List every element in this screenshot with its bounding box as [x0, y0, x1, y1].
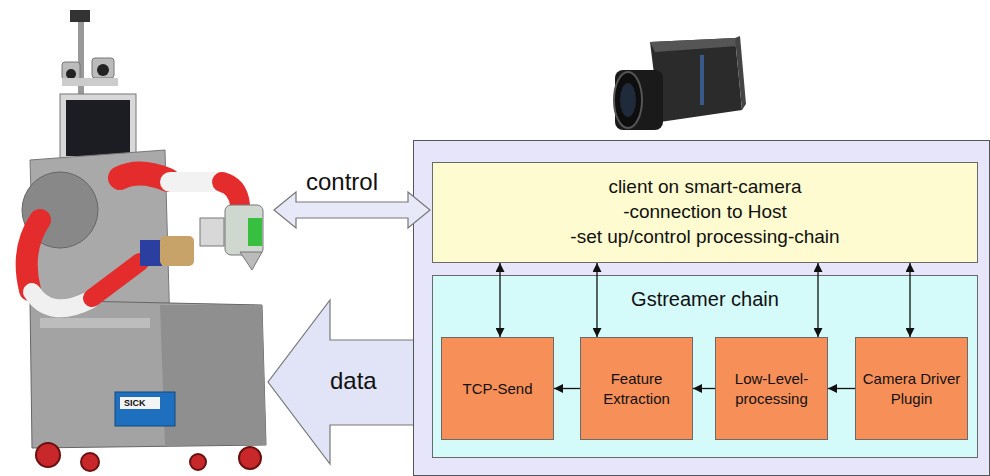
box-text: Camera Driver Plugin — [861, 369, 962, 408]
control-arrow — [274, 192, 430, 228]
pipeline-box: Gstreamer chainTCP-Send Feature Extractio… — [432, 275, 978, 458]
process-box: Camera Driver Plugin — [855, 337, 968, 440]
client-box: client on smart-camera-connection to Hos… — [432, 162, 978, 263]
robot-illustration — [22, 10, 266, 471]
box-text: TCP-Send — [462, 379, 532, 399]
data-label: data — [330, 367, 377, 395]
box-text: Feature Extraction — [586, 369, 687, 408]
smart-camera — [614, 36, 746, 130]
box-text: -set up/control processing-chain — [570, 225, 839, 250]
process-box: TCP-Send — [441, 337, 554, 440]
process-box: Feature Extraction — [580, 337, 693, 440]
sensor-brand: SICK — [124, 398, 146, 408]
data-arrow — [268, 300, 413, 464]
box-text: client on smart-camera — [608, 175, 801, 200]
control-label: control — [306, 168, 378, 196]
camera-panel — [414, 141, 990, 476]
process-box: Low-Level- processing — [715, 337, 828, 440]
box-text: Low-Level- processing — [721, 369, 822, 408]
group-title: Gstreamer chain — [433, 286, 977, 312]
box-text: -connection to Host — [623, 200, 787, 225]
